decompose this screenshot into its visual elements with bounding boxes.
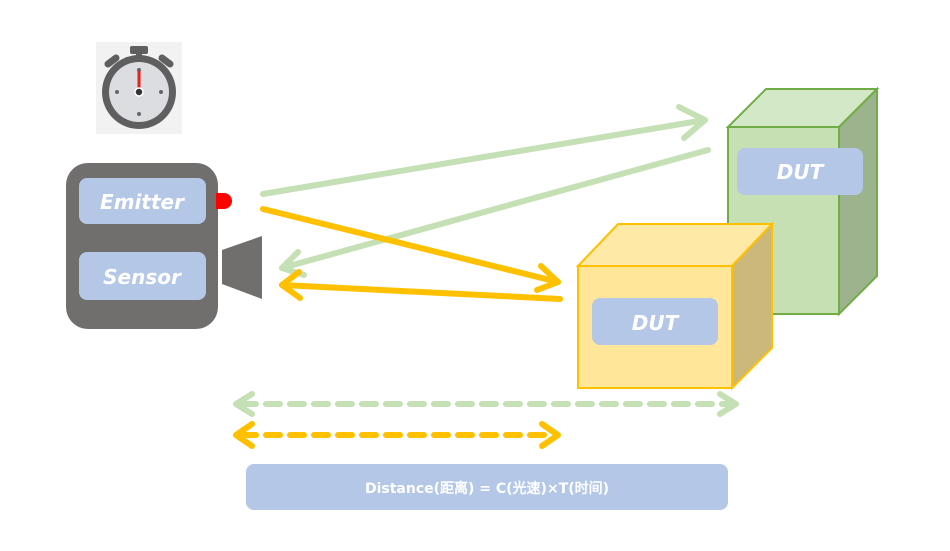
near-return-ray bbox=[279, 282, 563, 302]
near-outgoing-arrowhead bbox=[534, 263, 561, 293]
near-target: DUT bbox=[575, 221, 775, 391]
far-return-ray bbox=[279, 147, 711, 271]
stopwatch-icon bbox=[96, 42, 182, 134]
far-target: DUT bbox=[725, 86, 880, 317]
near-distance-indicator bbox=[233, 421, 561, 449]
far-target-label: DUT bbox=[777, 160, 825, 184]
far-ray-group bbox=[260, 104, 711, 278]
sensor-lens bbox=[222, 236, 262, 299]
far-outgoing-ray bbox=[260, 117, 708, 197]
far-distance-indicator bbox=[233, 391, 739, 417]
emitter-label: Emitter bbox=[100, 190, 185, 214]
formula-bar: Distance(距离) = C(光速)×T(时间) bbox=[246, 464, 728, 510]
sensor-box bbox=[79, 252, 206, 300]
emitter-led bbox=[216, 193, 232, 209]
sensor-label: Sensor bbox=[103, 265, 182, 289]
formula-text: Distance(距离) = C(光速)×T(时间) bbox=[365, 480, 609, 497]
near-target-label: DUT bbox=[632, 311, 680, 335]
near-ray-group bbox=[260, 206, 563, 302]
far-outgoing-arrowhead bbox=[676, 104, 708, 141]
near-outgoing-ray bbox=[260, 206, 561, 285]
tof-device: Emitter Sensor bbox=[66, 163, 262, 329]
emitter-box bbox=[79, 178, 206, 224]
near-return-arrowhead bbox=[279, 269, 303, 301]
